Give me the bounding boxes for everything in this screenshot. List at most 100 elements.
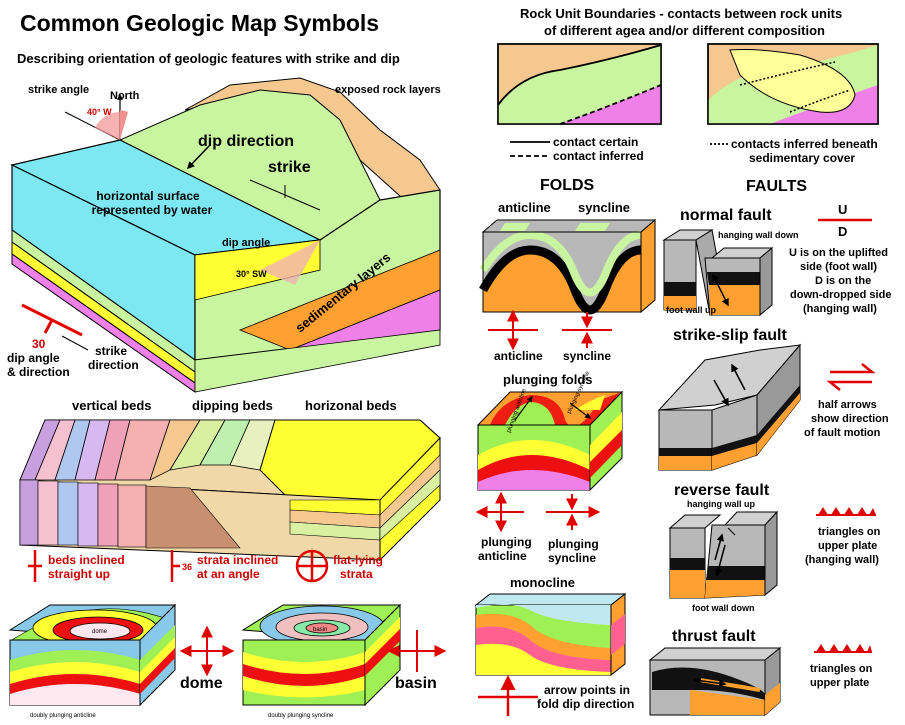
normal-desc-5: (hanging wall) — [803, 303, 877, 315]
monocline-caption-line2: fold dip direction — [537, 697, 634, 711]
normal-desc-3: D is on the — [815, 275, 871, 287]
thrust-desc-2: upper plate — [810, 677, 869, 689]
vertical-beds-caption-line1: beds inclined — [48, 553, 125, 567]
contact-inferred-box — [707, 43, 879, 125]
basin-label: basin — [395, 675, 437, 692]
beds-block-diagram — [19, 419, 441, 562]
reverse-desc-3: (hanging wall) — [805, 554, 879, 566]
strike-label: strike — [268, 159, 311, 176]
strike-caption-line1: strike — [95, 344, 127, 358]
dip-caption-line1: dip angle — [7, 351, 60, 365]
dip-caption-line2: & direction — [7, 365, 70, 379]
plunging-anticline-line2: anticline — [478, 549, 527, 563]
strike-angle-label: strike angle — [28, 84, 89, 96]
plunging-syncline-line1: plunging — [548, 537, 599, 551]
normal-desc-4: down-dropped side — [790, 289, 891, 301]
reverse-desc-1: triangles on — [818, 526, 881, 538]
half-arrows-line2: show direction — [811, 413, 889, 425]
strike-slip-diagram — [657, 343, 802, 471]
monocline-caption-line1: arrow points in — [544, 683, 630, 697]
monocline-symbol — [478, 675, 538, 716]
dipping-beds-label: dipping beds — [192, 398, 273, 413]
reverse-desc-2: upper plate — [818, 540, 877, 552]
syncline-symbol-label: syncline — [563, 349, 611, 363]
strike-dip-block-diagram — [10, 77, 441, 393]
normal-fault-d: D — [838, 224, 847, 239]
anticline-syncline-diagram — [479, 218, 657, 315]
plunging-syncline-line2: syncline — [548, 551, 596, 565]
contact-certain-box — [497, 43, 662, 125]
plunging-anticline-line1: plunging — [481, 535, 532, 549]
faults-heading: FAULTS — [746, 178, 807, 195]
syncline-symbol — [562, 312, 612, 348]
strike-angle-value: 40° W — [87, 107, 112, 117]
vertical-beds-symbol — [28, 550, 42, 582]
strike-slip-heading: strike-slip fault — [673, 327, 787, 344]
dome-symbol — [179, 625, 235, 677]
normal-fault-u: U — [838, 202, 847, 217]
page-title: Common Geologic Map Symbols — [20, 10, 379, 36]
folds-heading: FOLDS — [540, 177, 595, 194]
inclined-strata-caption-line2: at an angle — [197, 567, 260, 581]
dome-block-diagram — [8, 603, 177, 707]
strike-leader-line — [61, 335, 89, 351]
contacts-beneath-line1: contacts inferred beneath — [731, 137, 878, 151]
monocline-heading: monocline — [510, 575, 575, 590]
anticline-symbol — [488, 309, 538, 351]
anticline-symbol-label: anticline — [494, 349, 543, 363]
contacts-beneath-line2: sedimentary cover — [749, 151, 855, 165]
strike-caption-line2: direction — [88, 358, 139, 372]
normal-foot-wall-up-label: foot wall up — [666, 305, 716, 315]
monocline-diagram — [474, 592, 627, 677]
dome-label: dome — [180, 675, 223, 692]
strike-dip-symbol-number: 30 — [32, 337, 46, 351]
plunging-folds-heading: plunging folds — [503, 372, 593, 387]
reverse-fault-heading: reverse fault — [674, 482, 770, 499]
inclined-strata-caption-line1: strata inclined — [197, 553, 278, 567]
reverse-fault-diagram — [668, 510, 779, 599]
normal-hanging-wall-down-label: hanging wall down — [718, 230, 799, 240]
reverse-fault-symbol — [816, 507, 876, 516]
horizontal-surface-line1: horizontal surface — [96, 189, 200, 203]
thrust-desc-1: triangles on — [810, 663, 873, 675]
plunging-syncline-symbol — [546, 494, 601, 530]
strike-dip-symbol — [21, 303, 83, 337]
basin-caption: doubly plunging syncline — [268, 713, 334, 719]
north-label: North — [110, 90, 140, 102]
normal-desc-1: U is on the uplifted — [789, 247, 888, 259]
reverse-foot-wall-down-label: foot wall down — [692, 603, 755, 613]
normal-fault-heading: normal fault — [680, 207, 772, 224]
horizontal-surface-line2: represented by water — [92, 203, 213, 217]
flat-lying-caption-line1: flat-lying — [333, 553, 383, 567]
plunging-folds-diagram — [476, 390, 624, 492]
plunging-anticline-symbol — [475, 491, 524, 533]
dip-direction-label: dip direction — [198, 133, 294, 150]
half-arrows-line1: half arrows — [818, 399, 877, 411]
dome-inner-label: dome — [92, 629, 108, 635]
vertical-beds-label: vertical beds — [72, 398, 152, 413]
page-subtitle: Describing orientation of geologic featu… — [17, 51, 400, 66]
thrust-fault-diagram — [648, 646, 782, 717]
vertical-beds-caption-line2: straight up — [48, 567, 110, 581]
contact-certain-label: contact certain — [553, 135, 638, 149]
contacts-heading-line2: of different agea and/or different compo… — [544, 23, 825, 38]
anticline-label: anticline — [498, 200, 551, 215]
normal-desc-2: side (foot wall) — [800, 261, 877, 273]
half-arrows-line3: of fault motion — [804, 427, 881, 439]
inclined-strata-symbol — [170, 550, 180, 582]
contact-inferred-label: contact inferred — [553, 149, 644, 163]
thrust-fault-heading: thrust fault — [672, 628, 756, 645]
basin-inner-label: basin — [313, 627, 327, 633]
normal-fault-diagram — [662, 229, 774, 317]
thrust-fault-symbol — [814, 644, 872, 653]
flat-lying-caption-line2: strata — [340, 567, 373, 581]
reverse-hanging-wall-up-label: hanging wall up — [687, 499, 755, 509]
dip-angle-value: 30° SW — [236, 269, 267, 279]
dome-caption: doubly plunging anticline — [30, 713, 96, 719]
basin-block-diagram — [241, 603, 402, 707]
basin-symbol — [387, 630, 447, 672]
dip-angle-label: dip angle — [222, 237, 270, 249]
inclined-strata-number: 36 — [182, 562, 192, 572]
strike-slip-symbol — [826, 363, 876, 391]
